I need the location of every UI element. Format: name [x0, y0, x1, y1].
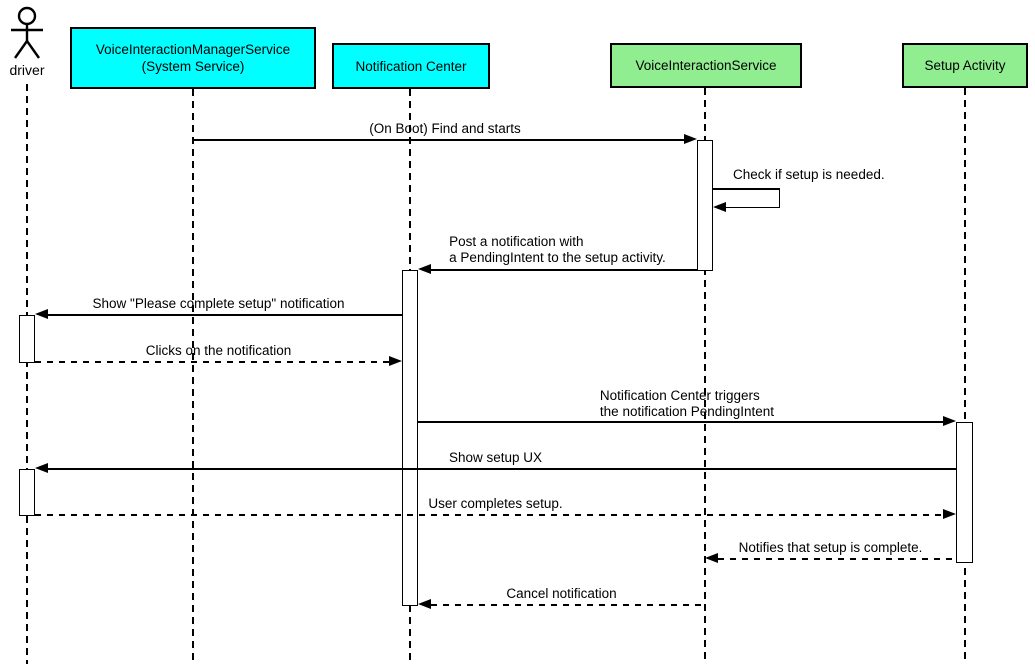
lifeline-driver — [26, 84, 28, 664]
participant-label: VoiceInteractionService — [635, 58, 777, 73]
lifeline-voice-interaction-manager-service — [192, 89, 194, 664]
arrowhead-right-icon — [943, 416, 956, 426]
activation-driver-2 — [19, 469, 35, 516]
message-show-setup-ux-label: Show setup UX — [448, 450, 543, 465]
message-check-setup-line-bottom — [726, 206, 780, 209]
message-check-setup-line-side — [778, 188, 781, 208]
message-line-2: a PendingIntent to the setup activity. — [449, 249, 666, 265]
activation-voice-interaction-service — [697, 140, 713, 271]
message-triggers-pendingintent-line — [418, 421, 943, 423]
arrowhead-left-icon — [418, 264, 431, 274]
message-show-setup-notification-line — [48, 314, 402, 316]
arrowhead-left-icon — [35, 463, 48, 473]
message-line-1: Notification Center triggers — [599, 388, 760, 403]
arrowhead-right-icon — [943, 509, 956, 519]
message-clicks-notification-line — [35, 361, 389, 363]
arrowhead-right-icon — [684, 134, 697, 144]
participant-setup-activity: Setup Activity — [902, 43, 1028, 88]
message-post-notification-line — [431, 269, 697, 271]
message-triggers-pendingintent-label: Notification Center triggers the notific… — [600, 388, 774, 419]
participant-voice-interaction-service: VoiceInteractionService — [610, 43, 802, 88]
participant-voice-interaction-manager-service: VoiceInteractionManagerService (System S… — [70, 27, 316, 89]
message-cancel-notification-line — [431, 604, 705, 606]
arrowhead-left-icon — [35, 309, 48, 319]
message-notifies-complete-line — [718, 558, 956, 560]
message-clicks-notification-label: Clicks on the notification — [145, 343, 292, 358]
message-check-setup-label: Check if setup is needed. — [733, 167, 885, 182]
participant-label: VoiceInteractionManagerService — [95, 42, 291, 57]
message-show-setup-ux-line — [48, 468, 956, 470]
participant-notification-center: Notification Center — [332, 43, 490, 89]
message-post-notification-label: Post a notification with a PendingIntent… — [449, 234, 666, 265]
message-line-1: Post a notification with — [449, 234, 584, 249]
message-user-completes-setup-label: User completes setup. — [428, 496, 563, 511]
arrowhead-left-icon — [418, 599, 431, 609]
message-find-and-starts-line — [193, 139, 685, 141]
message-notifies-complete-label: Notifies that setup is complete. — [738, 540, 923, 555]
activation-notification-center — [402, 270, 418, 606]
message-show-setup-notification-label: Show "Please complete setup" notificatio… — [92, 296, 345, 311]
participant-label: Notification Center — [355, 58, 467, 74]
message-cancel-notification-label: Cancel notification — [506, 586, 617, 601]
actor-icon — [11, 6, 43, 59]
participant-label: (System Service) — [141, 59, 245, 74]
message-check-setup-line-top — [713, 188, 780, 190]
participant-driver-label: driver — [9, 62, 45, 78]
message-line-2: the notification PendingIntent — [599, 403, 775, 419]
arrowhead-left-icon — [713, 201, 726, 212]
participant-label: Setup Activity — [924, 58, 1006, 73]
arrowhead-left-icon — [705, 553, 718, 563]
message-find-and-starts-label: (On Boot) Find and starts — [369, 121, 521, 136]
activation-setup-activity — [956, 422, 973, 563]
message-user-completes-setup-line — [35, 514, 943, 516]
lifeline-voice-interaction-service — [704, 88, 706, 664]
activation-driver-1 — [19, 315, 35, 363]
lifeline-setup-activity — [964, 88, 966, 664]
arrowhead-right-icon — [389, 356, 402, 366]
